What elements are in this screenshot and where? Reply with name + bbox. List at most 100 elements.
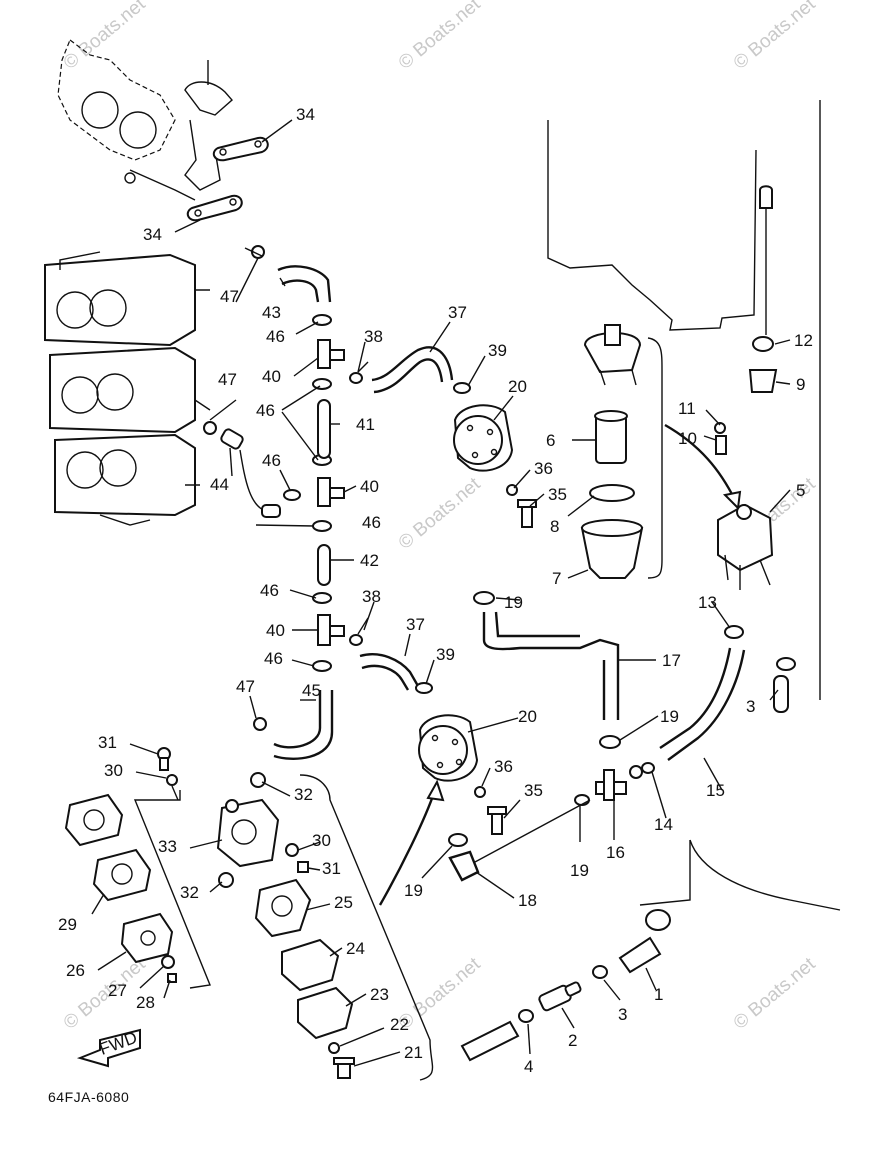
- primer-pump-5: [717, 503, 774, 590]
- callout-label: 24: [346, 939, 365, 958]
- gasket-34-upper: [212, 136, 269, 162]
- hose-18: [448, 799, 591, 882]
- callout-label: 46: [264, 649, 283, 668]
- callout-label: 45: [302, 681, 321, 700]
- callout-label: 47: [220, 287, 239, 306]
- callout-label: 1: [654, 985, 663, 1004]
- pump-assembly-bracket: [133, 774, 434, 1081]
- lower-hose-pipe: [460, 1020, 520, 1062]
- watermark: © Boats.net: [60, 0, 150, 74]
- callout-label: 14: [654, 815, 673, 834]
- callout-label: 21: [404, 1043, 423, 1062]
- clip-14: [641, 762, 655, 774]
- watermark: © Boats.net: [395, 473, 485, 554]
- filter-element-6: [594, 410, 628, 464]
- callout-label: 35: [548, 485, 567, 504]
- callout-label: 3: [746, 697, 755, 716]
- callout-label: 30: [104, 761, 123, 780]
- arrow-to-lower-pump: [378, 789, 437, 906]
- callout-label: 36: [534, 459, 553, 478]
- cover-23: [297, 986, 354, 1040]
- callout-label: 42: [360, 551, 379, 570]
- callout-label: 37: [406, 615, 425, 634]
- elbow-30-upper: [166, 774, 179, 801]
- screw-10: [715, 435, 727, 455]
- intake-manifold: [57, 39, 233, 201]
- callout-label: 13: [698, 593, 717, 612]
- holder-9: [748, 369, 778, 393]
- arrow-head: [722, 490, 742, 511]
- clip-47-mid: [203, 421, 267, 731]
- diagram-code: 64FJA-6080: [48, 1089, 129, 1105]
- carburetor-stack: [44, 251, 211, 526]
- filter-group-bracket: [647, 337, 663, 579]
- joint-16: [595, 765, 643, 801]
- screw-31-upper: [157, 747, 171, 771]
- tee-joint-40: [317, 339, 345, 646]
- callout-label: 12: [794, 331, 813, 350]
- callout-label: 35: [524, 781, 543, 800]
- callout-label: 30: [312, 831, 331, 850]
- callout-label: 43: [262, 303, 281, 322]
- callout-label: 19: [660, 707, 679, 726]
- callout-label: 31: [98, 733, 117, 752]
- washer-22: [328, 1042, 340, 1054]
- callout-label: 3: [618, 1005, 627, 1024]
- hose-43: [277, 265, 332, 303]
- callout-label: 27: [108, 981, 127, 1000]
- pump-body-33: [216, 798, 280, 868]
- hose-15: [659, 647, 746, 761]
- callout-label: 40: [360, 477, 379, 496]
- callout-label: 4: [524, 1057, 533, 1076]
- connector-2: [538, 981, 582, 1012]
- clip-47-top: [244, 245, 265, 259]
- callout-label: 19: [404, 881, 423, 900]
- callout-label: 46: [256, 401, 275, 420]
- callout-label: 22: [390, 1015, 409, 1034]
- nut-32-upper: [250, 772, 266, 788]
- fuel-pump-20-lower: [418, 714, 479, 782]
- callout-label: 38: [364, 327, 383, 346]
- plate-26: [120, 912, 174, 964]
- callout-label: 10: [678, 429, 697, 448]
- watermark: © Boats.net: [395, 0, 485, 74]
- callout-label: 44: [210, 475, 229, 494]
- o-ring-8: [589, 484, 635, 502]
- callout-label: 40: [262, 367, 281, 386]
- callout-label: 20: [508, 377, 527, 396]
- plug-27-28: [161, 955, 177, 983]
- callout-label: 19: [570, 861, 589, 880]
- hose-45: [273, 690, 334, 760]
- hose-17: [482, 611, 620, 720]
- filter-cap: [583, 324, 642, 386]
- engine-block-outline: [547, 100, 841, 911]
- nut-32-lower: [218, 872, 234, 888]
- clip-13: [724, 625, 744, 639]
- callout-label: 34: [143, 225, 162, 244]
- clip-3-upper: [776, 657, 796, 671]
- clips-19: [448, 591, 621, 847]
- arrow-to-filter: [664, 423, 737, 501]
- leader-lines: [91, 119, 791, 1067]
- gasket-34-lower: [186, 194, 243, 222]
- hose-37: [359, 346, 454, 691]
- callout-label: 7: [552, 569, 561, 588]
- callout-label: 2: [568, 1031, 577, 1050]
- callout-label: 15: [706, 781, 725, 800]
- hose-44: [220, 428, 281, 518]
- callout-label: 16: [606, 843, 625, 862]
- cap-12: [752, 336, 774, 352]
- clips-39: [415, 382, 471, 694]
- lower-hose-1: [618, 909, 671, 974]
- callout-label: 20: [518, 707, 537, 726]
- filter-cup-7: [580, 519, 644, 579]
- fuel-pump-20-upper: [453, 404, 514, 472]
- callout-label: 5: [796, 481, 805, 500]
- hose-42: [317, 544, 331, 586]
- callout-label: 32: [180, 883, 199, 902]
- hose-3-stub: [773, 675, 789, 713]
- hose-41: [317, 399, 331, 459]
- callout-label: 38: [362, 587, 381, 606]
- callout-label: 25: [334, 893, 353, 912]
